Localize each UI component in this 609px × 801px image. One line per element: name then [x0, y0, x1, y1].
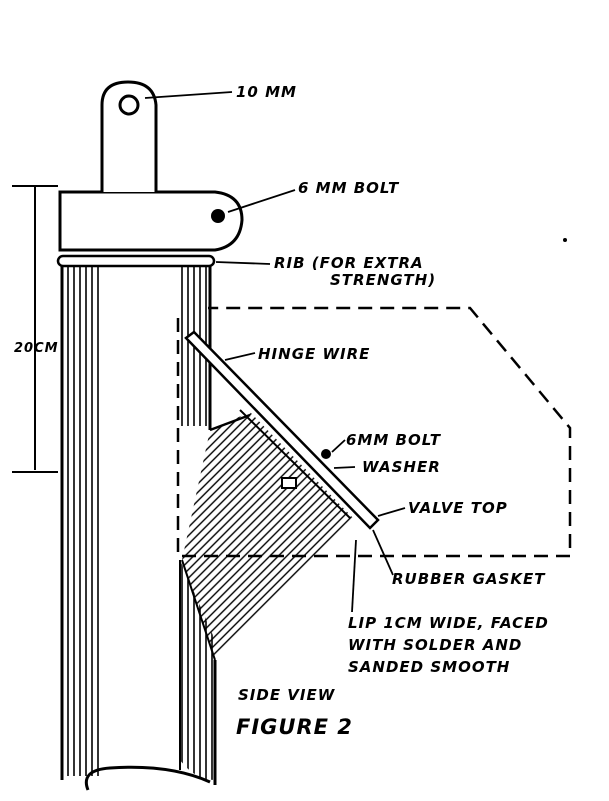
speck	[563, 238, 567, 242]
hole-icon	[118, 94, 140, 116]
label-rib-2: STRENGTH)	[330, 271, 436, 289]
caption-figure-2: FIGURE 2	[236, 715, 353, 739]
label-20cm: 20CM	[14, 341, 59, 356]
label-6mm-bolt-valve: 6MM BOLT	[346, 431, 442, 449]
dashed-outline	[176, 306, 572, 558]
rib	[56, 254, 216, 268]
label-rubber-gasket: RUBBER GASKET	[392, 570, 546, 588]
label-valve-top: VALVE TOP	[408, 499, 508, 517]
label-rib-1: RIB (FOR EXTRA	[274, 254, 424, 272]
leader-lines	[144, 91, 406, 613]
dimension-20cm	[12, 185, 58, 473]
bolt-top-icon	[211, 209, 225, 223]
collar	[58, 190, 244, 252]
label-hinge-wire: HINGE WIRE	[258, 345, 370, 363]
caption-side-view: SIDE VIEW	[238, 686, 336, 704]
valve-plate	[184, 330, 380, 530]
label-6mm-bolt-top: 6 MM BOLT	[298, 179, 400, 197]
label-washer: WASHER	[362, 458, 441, 476]
label-lip-2: WITH SOLDER AND	[348, 636, 522, 654]
branch-pipe	[181, 412, 355, 661]
label-lip-3: SANDED SMOOTH	[348, 658, 510, 676]
label-lip-1: LIP 1CM WIDE, FACED	[348, 614, 549, 632]
label-10mm: 10 MM	[236, 83, 297, 101]
